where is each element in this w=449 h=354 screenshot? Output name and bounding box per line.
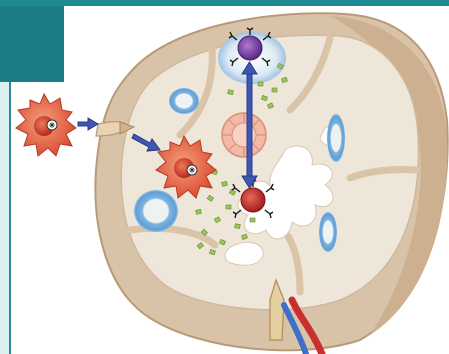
venule	[222, 113, 266, 157]
follicle-top-left	[169, 88, 199, 114]
follicle-bottom-right	[319, 212, 337, 252]
follicle-left	[134, 190, 178, 232]
arrow-to-vessel	[78, 118, 98, 130]
dendritic-cell-migrating	[16, 94, 76, 156]
follicle-right	[327, 114, 345, 162]
